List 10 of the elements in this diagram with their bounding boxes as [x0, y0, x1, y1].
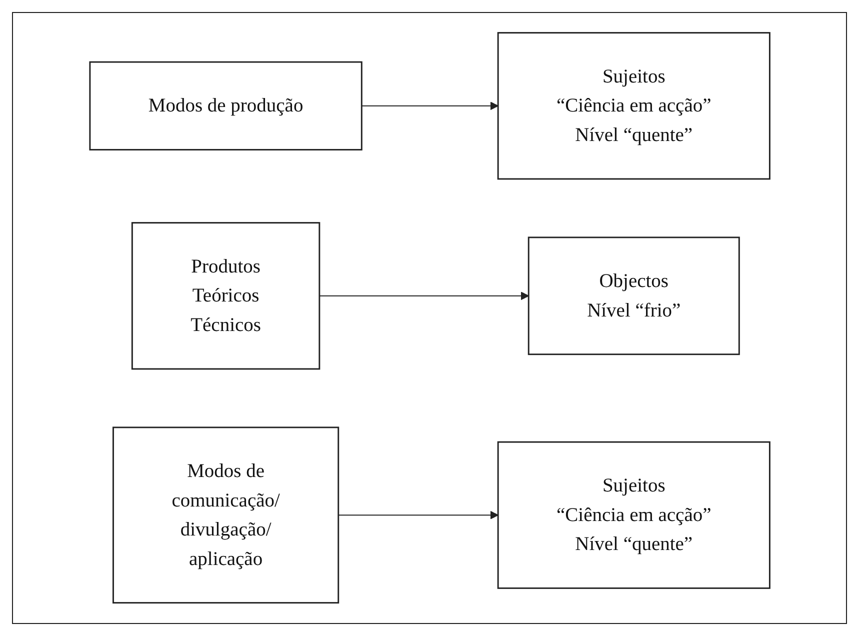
- node-box: [88, 62, 362, 151]
- arrow: [360, 102, 498, 110]
- node-box: [497, 32, 770, 180]
- arrow: [338, 511, 498, 520]
- node-box: [112, 426, 339, 604]
- arrow: [318, 292, 529, 300]
- node-box: [131, 222, 320, 370]
- node-box: [497, 442, 770, 590]
- node-box: [528, 236, 740, 356]
- diagram-frame: Modos de produção Sujeitos “Ciência em acção” Nível “quente” Produtos Teóricos Técnicos Objectos Nível “frio” Modos de comunicação/ divulgação/ aplicação Sujeitos “Ciência em acção” Nível “quente”: [12, 12, 847, 624]
